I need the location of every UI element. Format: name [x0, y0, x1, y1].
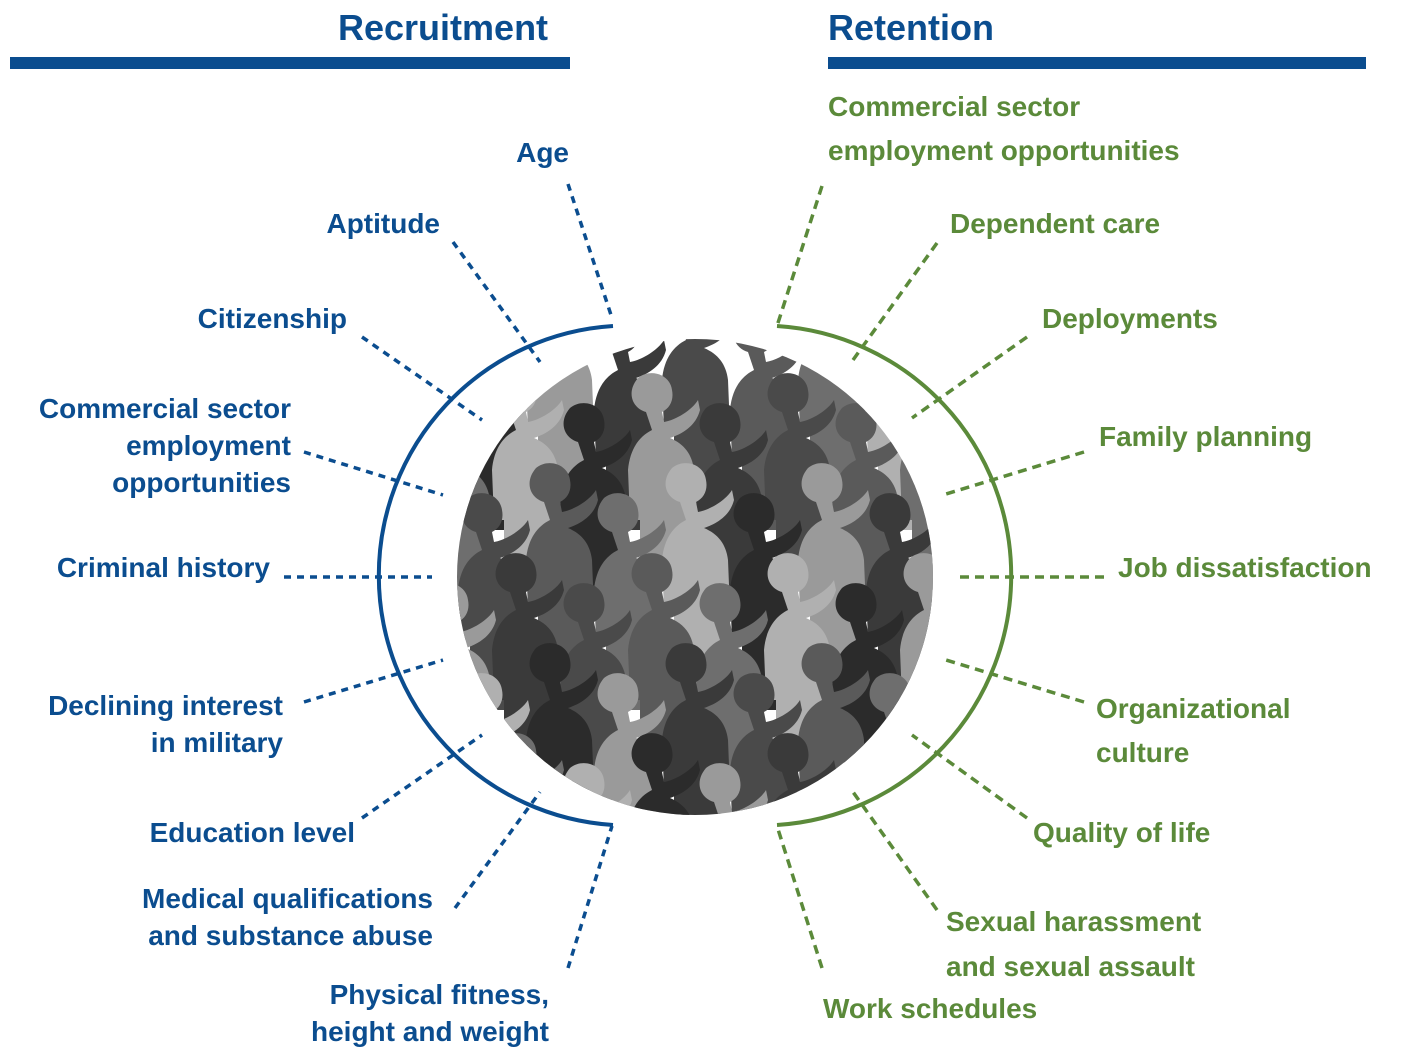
soldiers-pattern-image	[457, 283, 1074, 890]
recruitment-factor-physical-fitness: Physical fitness, height and weight	[311, 979, 549, 1047]
retention-connector-6	[910, 733, 1029, 820]
soldier-silhouette	[934, 283, 1006, 500]
retention-connector-5	[945, 658, 1085, 704]
recruitment-factor-commercial-sector: Commercial sector employment opportuniti…	[38, 393, 291, 498]
soldier-silhouette	[832, 763, 904, 815]
recruitment-factor-aptitude: Aptitude	[326, 208, 440, 239]
retention-connector-3	[945, 450, 1085, 496]
retention-connector-0	[775, 185, 824, 327]
recruitment-connector-1	[451, 240, 542, 364]
retention-factor-job-dissatisfaction: Job dissatisfaction	[1118, 552, 1372, 583]
recruitment-connector-5	[303, 658, 444, 704]
soldier-silhouette	[1002, 493, 1074, 710]
recruitment-heading-rule	[10, 57, 570, 69]
recruitment-connector-7	[453, 790, 542, 910]
retention-connector-1	[851, 241, 939, 362]
soldier-silhouette	[968, 583, 1040, 800]
retention-factor-dependent-care: Dependent care	[950, 208, 1161, 239]
soldier-silhouette	[457, 763, 496, 815]
recruitment-connector-8	[566, 825, 614, 969]
retention-heading: Retention	[828, 7, 994, 48]
retention-factor-commercial-sector: Commercial sector employment opportuniti…	[828, 91, 1180, 166]
recruitment-factor-age: Age	[516, 137, 569, 168]
retention-factor-sexual-harassment: Sexual harassment and sexual assault	[946, 906, 1202, 982]
retention-factor-work-schedules: Work schedules	[823, 993, 1038, 1024]
retention-factor-deployments: Deployments	[1042, 303, 1218, 334]
retention-heading-rule	[828, 57, 1366, 69]
soldier-silhouette	[1002, 673, 1074, 890]
retention-factor-quality-of-life: Quality of life	[1033, 817, 1211, 848]
recruitment-connector-0	[566, 183, 614, 319]
retention-factor-organizational-culture: Organizational culture	[1096, 693, 1291, 768]
recruitment-factor-education-level: Education level	[149, 817, 355, 848]
retention-connector-2	[910, 335, 1029, 420]
soldier-silhouette	[900, 553, 933, 770]
recruitment-heading: Recruitment	[338, 7, 549, 48]
retention-connector-7	[851, 790, 939, 912]
recruitment-connector-2	[361, 335, 483, 422]
retention-factor-family-planning: Family planning	[1099, 421, 1313, 452]
recruitment-factor-citizenship: Citizenship	[197, 303, 347, 334]
recruitment-factor-criminal-history: Criminal history	[56, 552, 270, 583]
recruitment-connector-6	[361, 733, 483, 820]
recruitment-connector-3	[303, 450, 444, 497]
recruitment-factor-declining-interest: Declining interest in military	[48, 690, 283, 758]
retention-connector-8	[775, 825, 824, 969]
recruitment-factor-medical-qualifications: Medical qualifications and substance abu…	[142, 883, 433, 951]
soldier-silhouette	[934, 463, 1006, 680]
